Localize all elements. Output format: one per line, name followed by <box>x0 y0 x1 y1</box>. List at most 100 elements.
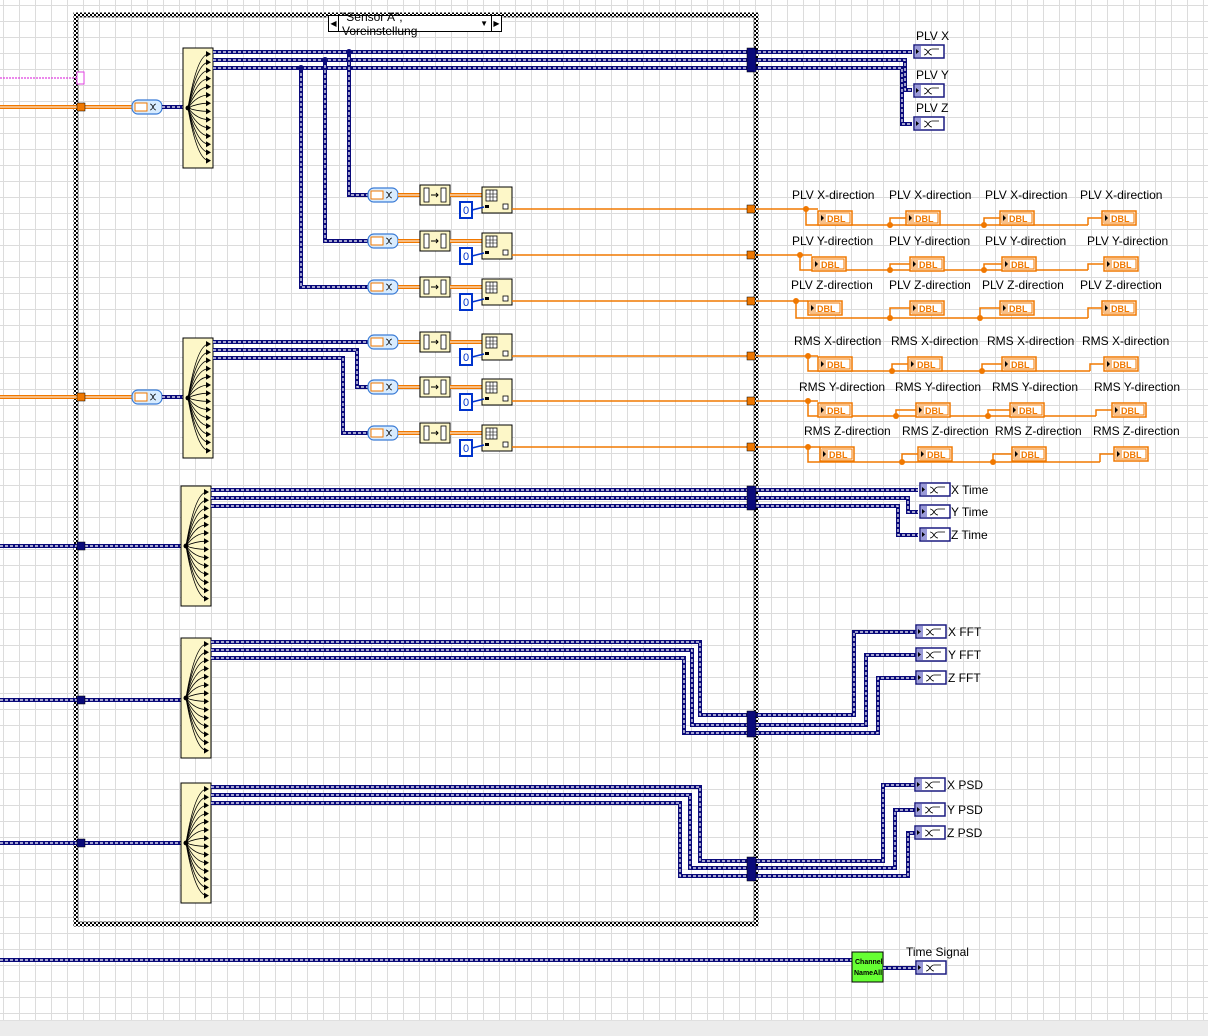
plv-y-wire[interactable] <box>213 58 912 92</box>
psd-output-tunnels[interactable] <box>746 856 757 882</box>
dbl-indicator-2-1[interactable]: DBL <box>909 300 945 316</box>
wire-inner[interactable] <box>211 802 915 877</box>
index-wire[interactable] <box>471 206 485 211</box>
dbl-indicator-5-0[interactable]: DBL <box>819 446 855 462</box>
y-psd-indicator[interactable] <box>914 802 946 817</box>
wire-outer[interactable] <box>213 58 912 92</box>
wire-outer[interactable] <box>211 801 915 878</box>
dbl-indicator-1-3[interactable]: DBL <box>1103 256 1139 272</box>
dbl-row-branch[interactable] <box>1087 263 1104 270</box>
wire-inner[interactable] <box>213 67 912 125</box>
dbl-row-tie-0[interactable] <box>805 209 1088 226</box>
waveform-terminal-frame[interactable] <box>913 116 945 131</box>
chain-output-tunnel-5[interactable] <box>746 442 756 452</box>
time-signal-indicator[interactable] <box>915 960 947 975</box>
dbl-indicator-5-1[interactable]: DBL <box>917 446 953 462</box>
wire-inner[interactable] <box>211 631 916 716</box>
chain-output-tunnel-3[interactable] <box>746 351 756 361</box>
wire-outer[interactable] <box>323 60 368 243</box>
chain-variant-to-data-4[interactable] <box>367 379 399 395</box>
wire-inner[interactable] <box>211 497 918 513</box>
chain-index-constant-3[interactable]: 0 <box>459 348 473 366</box>
dbl-indicator-0-2[interactable]: DBL <box>999 210 1035 226</box>
chain-variant-to-data-3[interactable] <box>367 334 399 350</box>
dbl-indicator-0-0[interactable]: DBL <box>817 210 853 226</box>
rms-variant-to-data[interactable] <box>131 389 163 405</box>
dbl-indicator-0-1[interactable]: DBL <box>905 210 941 226</box>
wire-inner[interactable] <box>211 649 916 726</box>
index-wire[interactable] <box>471 298 485 303</box>
chain-output-tunnel-2[interactable] <box>746 296 756 306</box>
z-psd-wire[interactable] <box>211 801 915 878</box>
chain-output-tunnel-1[interactable] <box>746 250 756 260</box>
dbl-row-branch[interactable] <box>1087 307 1102 318</box>
plv-x-branch[interactable] <box>347 52 368 197</box>
rms-y-branch[interactable] <box>213 348 368 389</box>
index-wire[interactable] <box>471 398 485 403</box>
plv-z-indicator[interactable] <box>913 116 945 131</box>
wire-inner[interactable] <box>211 784 915 862</box>
wire-inner[interactable] <box>348 52 368 196</box>
chain-array-subset-4[interactable] <box>419 376 451 398</box>
case-prev-arrow[interactable]: ◀ <box>329 16 339 31</box>
dbl-row-branch[interactable] <box>889 263 910 270</box>
waveform-terminal-frame[interactable] <box>914 825 946 840</box>
x-fft-indicator[interactable] <box>915 624 947 639</box>
dbl-indicator-3-0[interactable]: DBL <box>817 356 853 372</box>
waveform-terminal-frame[interactable] <box>915 647 947 662</box>
chain-index-constant-1[interactable]: 0 <box>459 247 473 265</box>
waveform-terminal-frame[interactable] <box>915 670 947 685</box>
chain-index-array-5[interactable] <box>481 424 513 452</box>
waveform-terminal-frame[interactable] <box>919 482 951 497</box>
chain-index-array-2[interactable] <box>481 278 513 306</box>
chain-output-tunnel-0[interactable] <box>746 204 756 214</box>
plv-z-branch[interactable] <box>299 68 368 289</box>
chain-index-constant-4[interactable]: 0 <box>459 393 473 411</box>
dbl-indicator-4-0[interactable]: DBL <box>817 402 853 418</box>
dbl-indicator-2-2[interactable]: DBL <box>999 300 1035 316</box>
time-output-tunnels[interactable] <box>746 485 757 511</box>
waveform-terminal-frame[interactable] <box>919 504 951 519</box>
plv-y-branch[interactable] <box>323 60 368 243</box>
dbl-indicator-5-2[interactable]: DBL <box>1011 446 1047 462</box>
wire-outer[interactable] <box>213 356 368 435</box>
waveform-terminal-frame[interactable] <box>919 527 951 542</box>
index-wire[interactable] <box>471 252 485 257</box>
subvi-body[interactable] <box>851 951 884 983</box>
dbl-row-tie-2[interactable] <box>795 301 1088 319</box>
y-fft-indicator[interactable] <box>915 647 947 662</box>
dbl-row-branch[interactable] <box>1087 217 1102 225</box>
fft-unbundle[interactable] <box>180 637 212 759</box>
index-wire[interactable] <box>471 444 485 449</box>
dbl-row-branch[interactable] <box>889 307 910 318</box>
chain-index-array-1[interactable] <box>481 232 513 260</box>
dbl-indicator-3-2[interactable]: DBL <box>1001 356 1037 372</box>
dbl-row-tie-5[interactable] <box>807 447 1100 463</box>
x-time-indicator[interactable] <box>919 482 951 497</box>
wire-inner[interactable] <box>211 505 918 536</box>
plv-output-tunnels[interactable] <box>746 47 757 73</box>
y-time-wire[interactable] <box>211 496 918 514</box>
dbl-indicator-4-3[interactable]: DBL <box>1111 402 1147 418</box>
x-psd-wire[interactable] <box>211 783 915 863</box>
wire-outer[interactable] <box>211 793 915 870</box>
rms-unbundle[interactable] <box>182 337 214 459</box>
rms-z-branch[interactable] <box>213 356 368 435</box>
case-dropdown-arrow[interactable]: ▼ <box>480 19 488 28</box>
plv-variant-to-data[interactable] <box>131 99 163 115</box>
z-fft-wire[interactable] <box>211 656 916 735</box>
chain-array-subset-2[interactable] <box>419 276 451 298</box>
dbl-row-branch[interactable] <box>895 409 916 416</box>
fft-output-tunnels[interactable] <box>746 710 757 738</box>
time-unbundle[interactable] <box>180 485 212 607</box>
chain-index-array-4[interactable] <box>481 378 513 406</box>
chain-index-constant-5[interactable]: 0 <box>459 439 473 457</box>
dbl-indicator-5-3[interactable]: DBL <box>1113 446 1149 462</box>
dbl-row-branch[interactable] <box>987 409 1010 416</box>
wire-inner[interactable] <box>213 349 368 388</box>
waveform-terminal-frame[interactable] <box>913 83 945 98</box>
chain-variant-to-data-0[interactable] <box>367 187 399 203</box>
y-psd-wire[interactable] <box>211 793 915 870</box>
chain-variant-to-data-1[interactable] <box>367 233 399 249</box>
